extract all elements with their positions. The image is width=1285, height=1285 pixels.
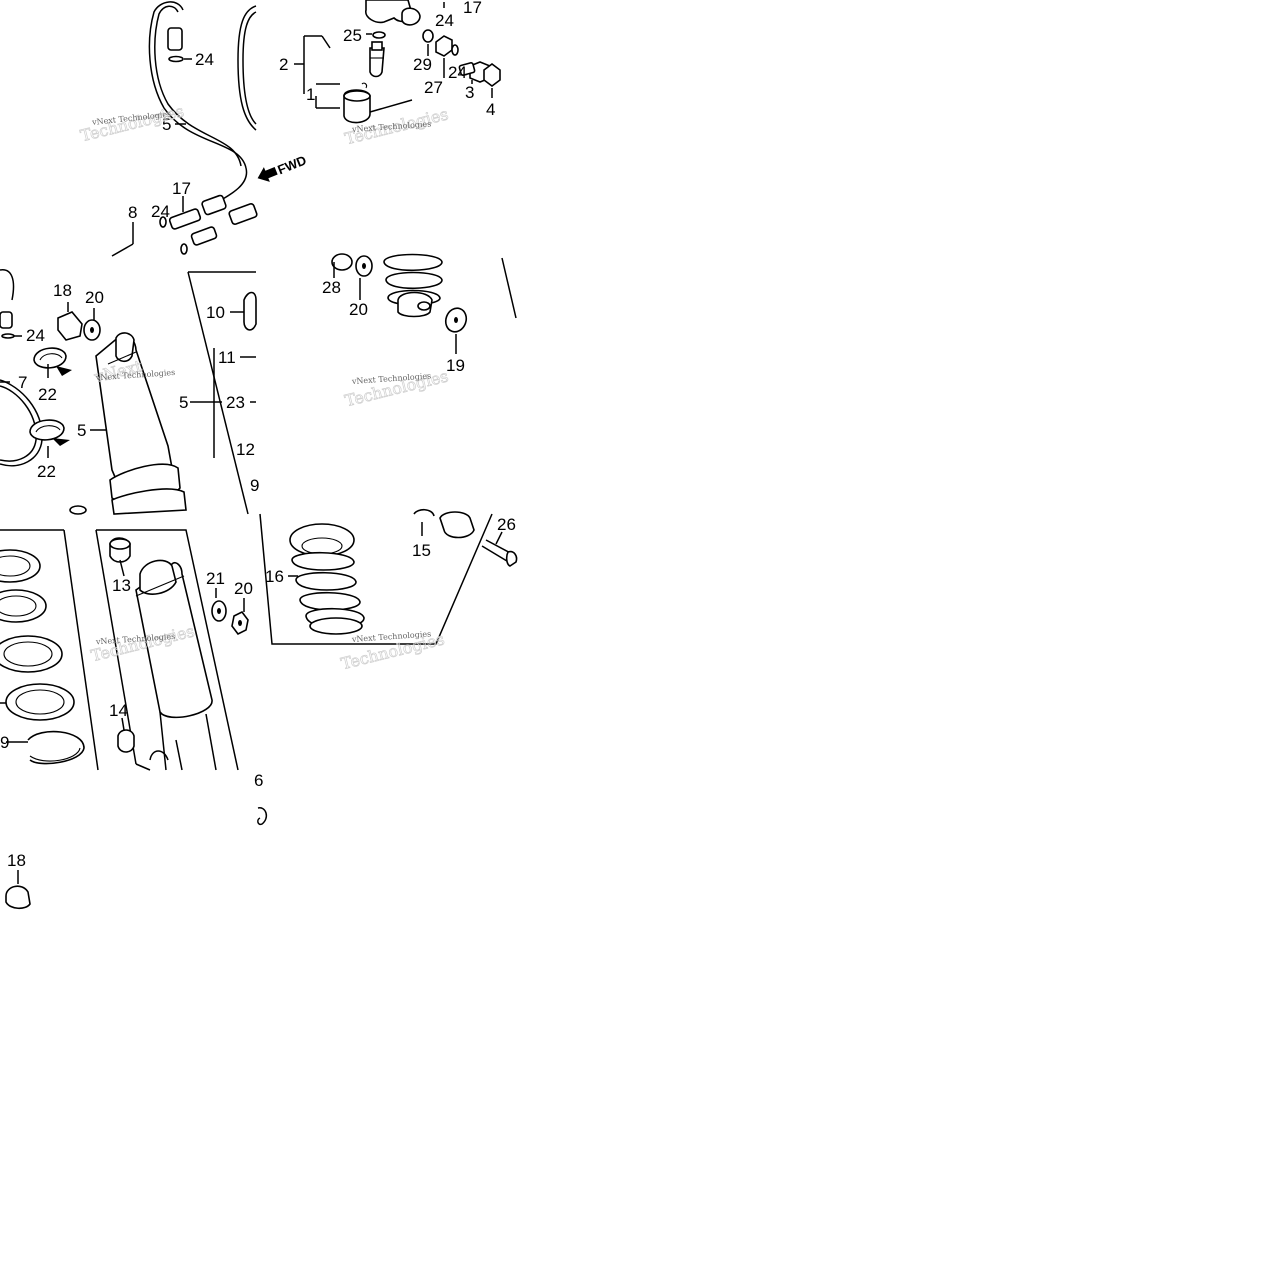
callout-24: 24 [195,50,214,69]
callout-20: 20 [85,288,104,307]
forward-arrow: FWD [257,152,308,182]
bushing-18-bottom [5,885,31,910]
callout-25: 25 [343,26,362,45]
callout-9: 9 [250,476,259,495]
callout-18: 18 [53,281,72,300]
callout-26: 26 [497,515,516,534]
callout-2: 2 [279,55,288,74]
fwd-label: FWD [275,152,308,177]
callout-12: 12 [236,440,255,459]
callout-15: 15 [412,541,431,560]
callout-17: 17 [463,0,482,17]
tile-brake-switch: 25 2 1 24 17 29 24 27 3 4 [279,0,501,124]
spring-seat-rings [0,549,85,765]
brake-hose-2 [237,5,257,131]
callout-17: 17 [172,179,191,198]
tile-shock-spring-lower: 15 26 16 [259,508,518,645]
hose-clamp-22-lower [29,419,70,446]
tile-shock-spring-upper: 28 20 19 [322,253,517,375]
callout-5: 5 [77,421,86,440]
callout-24: 24 [448,63,467,82]
callout-24: 24 [151,202,170,221]
callout-24: 24 [435,11,454,30]
callout-21: 21 [206,569,225,588]
bushing-18 [57,311,83,341]
callout-20: 20 [234,579,253,598]
shock-absorber-body [135,559,217,771]
spacer-10 [243,291,257,331]
callout-11: 11 [218,348,236,367]
shock-spring [383,253,443,318]
callout-7: 7 [18,373,27,392]
callout-22: 22 [38,385,57,404]
callout-3: 3 [465,83,474,102]
pressure-switch [369,47,385,78]
callout-19: 19 [446,356,465,375]
tile-shock-absorber-lower: 13 21 20 14 9 [0,529,253,771]
callout-28: 28 [322,278,341,297]
tile-brake-hose-left: FWD 24 5 17 8 24 [111,1,308,257]
washer-24a [168,55,184,63]
callout-23: 23 [226,393,245,412]
banjo-fitting-17 [159,194,258,255]
callout-27: 27 [424,78,443,97]
callout-4: 4 [486,100,495,119]
callout-13: 13 [112,576,131,595]
callout-14: 14 [109,701,128,720]
shock-absorber-5 [69,332,187,515]
cap-4 [483,63,501,87]
hose-fitting [167,27,183,51]
bolt-26 [481,539,518,567]
spacer-15 [439,511,475,539]
shock-spring-16 [289,523,365,635]
callout-16: 16 [265,567,284,586]
callout-29: 29 [413,55,432,74]
brake-hose [148,1,248,205]
callout-18: 18 [7,851,26,870]
callout-8: 8 [128,203,137,222]
callout-20: 20 [349,300,368,319]
callout-10: 10 [206,303,225,322]
bushing-14 [117,729,135,753]
callout-9: 9 [0,733,9,752]
callout-24: 24 [26,326,45,345]
washer-29 [422,29,434,43]
callout-5: 5 [162,115,171,134]
callout-1: 1 [306,85,315,104]
hose-clamp-22-upper [33,347,72,376]
tile-shock-absorber-upper: 18 20 24 7 22 5 22 10 11 5 23 12 9 [0,269,259,515]
nut-27 [435,35,453,57]
callout-22: 22 [37,462,56,481]
callout-5: 5 [179,393,188,412]
tile-bottom-fragments: 6 18 [5,771,268,910]
callout-6: 6 [254,771,263,790]
